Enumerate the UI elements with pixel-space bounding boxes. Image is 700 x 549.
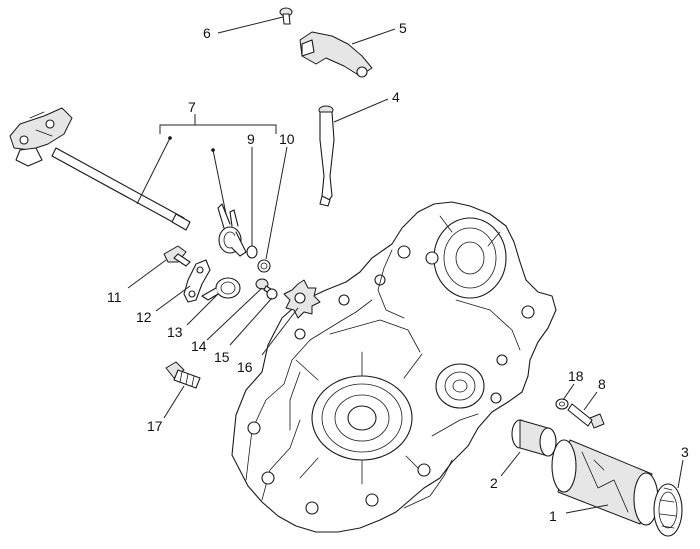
- gear-shift-shaft: [9, 107, 191, 231]
- leader-17: [163, 385, 185, 419]
- leader-13: [186, 293, 219, 326]
- callout-15: 15: [214, 349, 230, 365]
- shift-rod-4: [318, 105, 335, 207]
- circlip-10: [257, 259, 271, 273]
- bolt-8: [567, 403, 605, 429]
- callout-10: 10: [279, 131, 295, 147]
- leader-6: [217, 16, 284, 34]
- callout-5: 5: [399, 20, 407, 36]
- callout-16: 16: [237, 359, 253, 375]
- callout-1: 1: [549, 508, 557, 524]
- leader-4: [333, 98, 389, 123]
- callout-12: 12: [136, 309, 152, 325]
- washer-9: [246, 245, 258, 259]
- callout-6: 6: [203, 25, 211, 41]
- leader-15: [229, 297, 273, 346]
- callout-17: 17: [147, 418, 163, 434]
- leader-7b: [212, 149, 227, 215]
- bracket-7: [159, 124, 277, 134]
- leader-18: [562, 383, 575, 401]
- shift-return-spring: [217, 203, 247, 257]
- selector-lever-12: [183, 259, 211, 303]
- leader-1: [565, 504, 609, 514]
- callout-9: 9: [247, 131, 255, 147]
- callout-2: 2: [490, 475, 498, 491]
- leader-10: [265, 146, 288, 260]
- needle-bearing-3: [653, 483, 683, 537]
- screw-6: [279, 7, 293, 25]
- leader-7a: [136, 137, 171, 205]
- callout-labels: 1 2 3 4 5 6 7 8 9 10 11 12 13 14 15 16 1…: [107, 20, 689, 524]
- stud-17: [165, 361, 201, 389]
- leader-3: [677, 459, 684, 489]
- callout-18: 18: [568, 368, 584, 384]
- callout-11: 11: [107, 289, 122, 305]
- bolt-11: [163, 245, 191, 267]
- leader-5: [351, 28, 396, 45]
- leader-11: [127, 259, 167, 289]
- selector-arm-5: [299, 31, 373, 78]
- leader-12: [155, 285, 191, 312]
- callout-4: 4: [392, 89, 400, 105]
- callout-14: 14: [191, 338, 207, 354]
- leader-8: [583, 391, 598, 411]
- lever-spring-13: [201, 277, 241, 301]
- callout-13: 13: [167, 324, 183, 340]
- leader-16: [261, 307, 299, 356]
- crankcase-housing: [231, 201, 557, 533]
- washer-18: [555, 398, 569, 410]
- leader-2: [500, 451, 521, 477]
- callout-8: 8: [598, 376, 606, 392]
- leader-14: [206, 287, 263, 341]
- leader-dot-7b: [211, 148, 215, 152]
- gearshift-drum-1: [551, 439, 659, 526]
- leader-dot-7a: [168, 136, 172, 140]
- washer-15: [266, 288, 278, 300]
- index-star-16: [283, 279, 321, 319]
- leader-lines: [127, 16, 684, 514]
- callout-3: 3: [681, 444, 689, 460]
- bushing-2: [511, 419, 557, 457]
- callout-7: 7: [188, 99, 196, 115]
